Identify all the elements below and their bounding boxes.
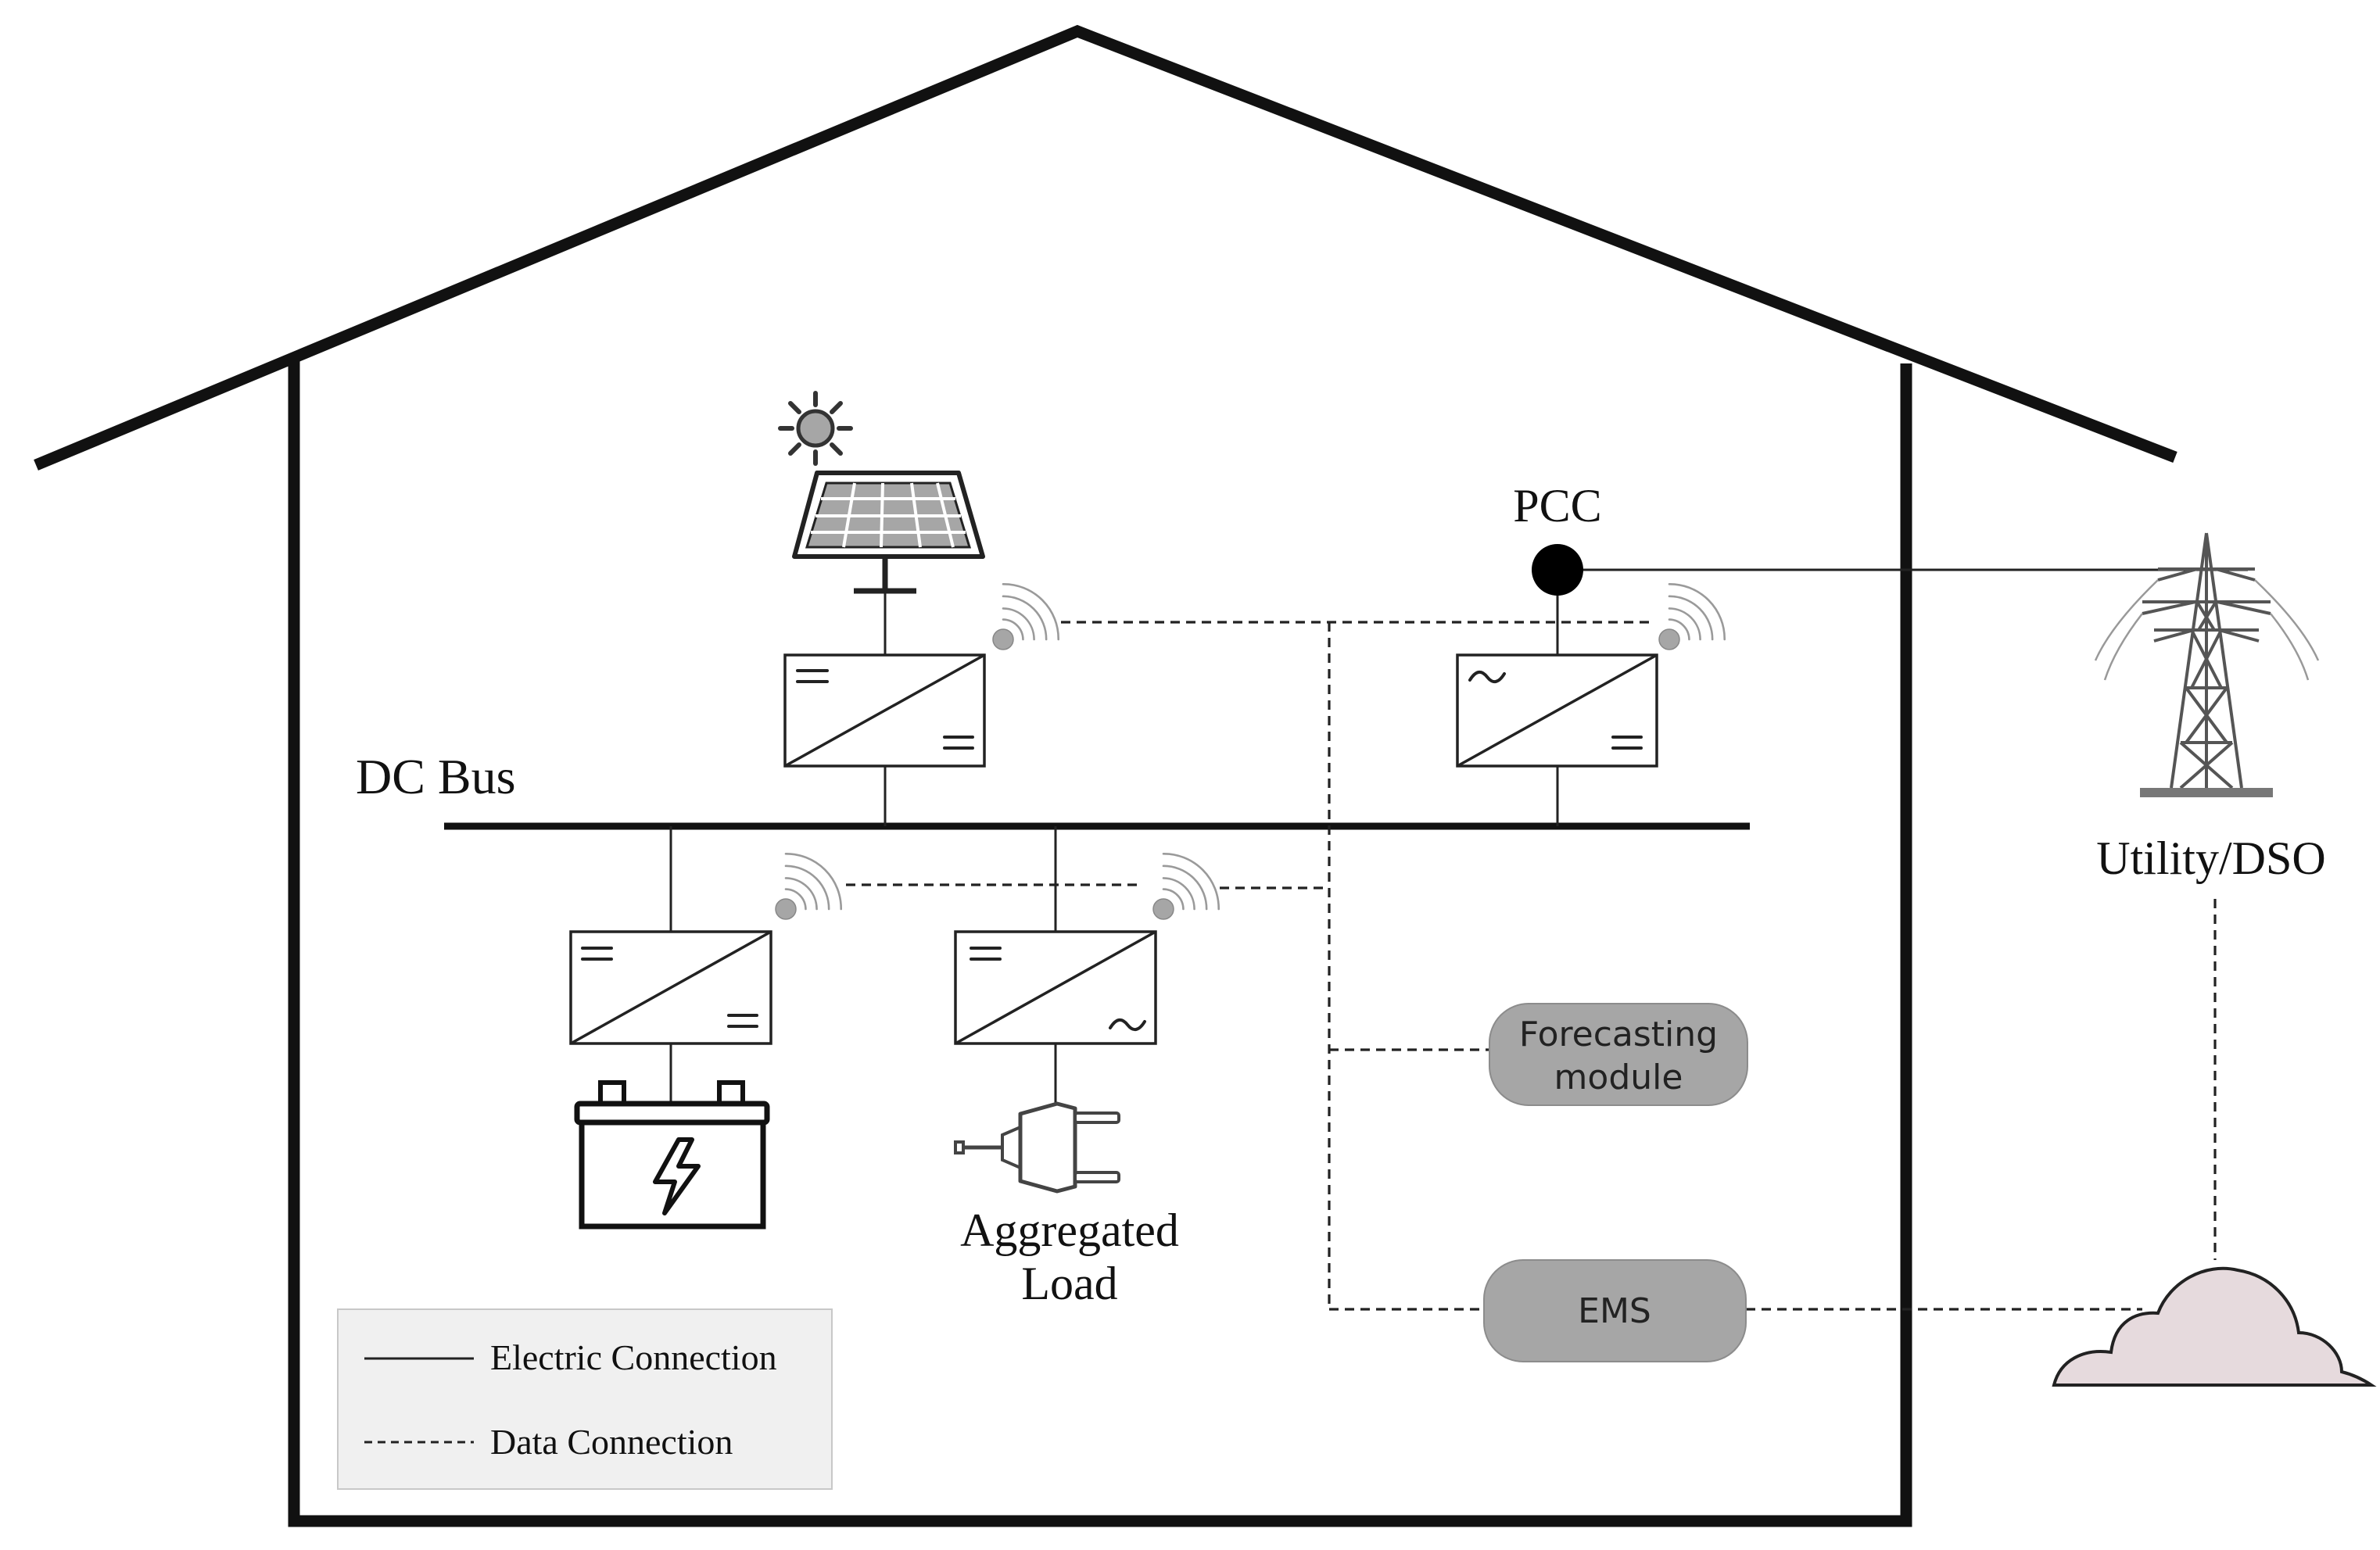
plug-icon (954, 1101, 1120, 1194)
battery-converter (569, 930, 772, 1045)
solar-panel-icon (792, 471, 985, 594)
pv-converter (783, 653, 986, 768)
legend-data-label: Data Connection (490, 1422, 733, 1462)
load-label-line2: Load (1021, 1258, 1117, 1309)
forecasting-module: Forecasting module (1489, 1003, 1748, 1106)
forecasting-label-line1: Forecasting (1519, 1015, 1718, 1054)
transmission-tower-icon (2094, 532, 2320, 797)
utility-label: Utility/DSO (2096, 832, 2325, 884)
wireless-icon (1152, 841, 1231, 921)
ems-module: EMS (1483, 1259, 1747, 1362)
house-outline (34, 24, 2177, 1527)
grid-inverter (1456, 653, 1658, 768)
wireless-icon (1658, 571, 1737, 651)
dc-bus-label: DC Bus (356, 749, 516, 804)
forecasting-label-line2: module (1554, 1058, 1683, 1097)
pcc-label: PCC (1513, 480, 1601, 532)
load-inverter (954, 930, 1157, 1045)
data-connections (846, 621, 2217, 1311)
load-label-line1: Aggregated (960, 1205, 1179, 1256)
electric-connections (669, 568, 2248, 1106)
battery-icon (574, 1080, 770, 1230)
wireless-icon (774, 841, 854, 921)
legend-electric-label: Electric Connection (490, 1337, 777, 1377)
ems-label: EMS (1578, 1291, 1651, 1331)
cloud-icon (2052, 1266, 2377, 1387)
wireless-icon (991, 571, 1071, 651)
pcc-node (1532, 544, 1583, 596)
legend: Electric Connection Data Connection (337, 1308, 833, 1490)
sun-icon (778, 391, 853, 466)
